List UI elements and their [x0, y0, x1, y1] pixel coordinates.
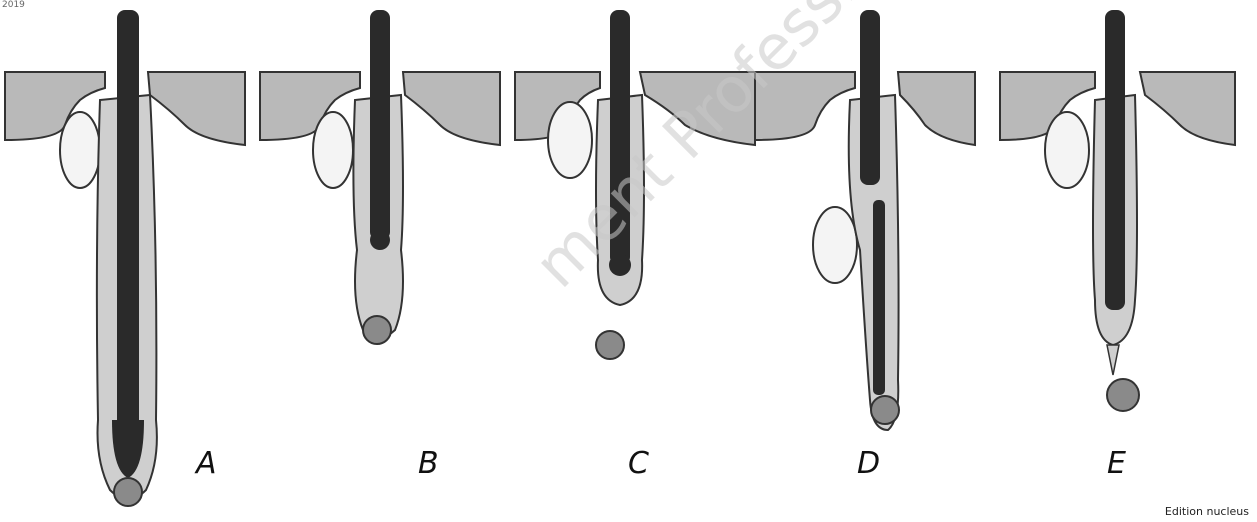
panel-label-b: B: [418, 446, 439, 481]
sebaceous-gland-a: [60, 112, 100, 188]
sebaceous-gland-b: [313, 112, 353, 188]
panel-label-e: E: [1107, 446, 1126, 481]
skin-surface-a-right: [148, 72, 245, 145]
papilla-b: [363, 316, 391, 344]
skin-surface-d-right: [898, 72, 975, 145]
papilla-d: [871, 396, 899, 424]
lower-stalk-e: [1107, 345, 1119, 375]
papilla-a: [114, 478, 142, 506]
panel-label-c: C: [628, 446, 649, 481]
panel-label-d: D: [857, 446, 880, 481]
club-b: [370, 230, 390, 250]
panel-b-follicle: [255, 0, 505, 522]
hair-shaft-d-old: [860, 10, 880, 185]
skin-surface-b-right: [403, 72, 500, 145]
panel-a-follicle: [0, 0, 250, 522]
credit: Edition nucleus: [1165, 505, 1249, 518]
hair-shaft-e: [1105, 10, 1125, 310]
sebaceous-gland-d: [813, 207, 857, 283]
papilla-c: [596, 331, 624, 359]
panel-label-a: A: [196, 446, 217, 481]
hair-shaft-d-new: [873, 200, 885, 395]
sebaceous-gland-e: [1045, 112, 1089, 188]
papilla-e: [1107, 379, 1139, 411]
hair-shaft-a: [117, 10, 139, 430]
skin-surface-e-right: [1140, 72, 1235, 145]
panel-e-follicle: [995, 0, 1245, 522]
sebaceous-gland-c: [548, 102, 592, 178]
hair-shaft-b: [370, 10, 390, 240]
